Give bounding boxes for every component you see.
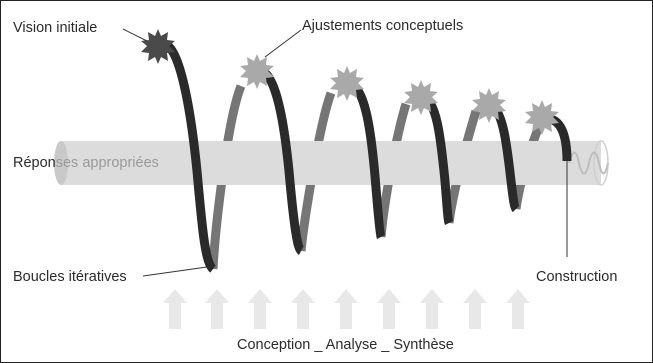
leader-boucles (142, 266, 208, 277)
starburst-adjust-5-icon (525, 100, 559, 135)
starburst-adjust-2-icon (330, 66, 364, 101)
starbursts (141, 29, 559, 135)
label-construction: Construction (536, 269, 617, 285)
starburst-adjust-3-icon (404, 80, 438, 115)
label-ajustements-conceptuels: Ajustements conceptuels (302, 18, 463, 34)
leader-lines (122, 28, 568, 277)
starburst-vision-icon (141, 29, 175, 64)
starburst-adjust-1-icon (240, 54, 274, 89)
up-arrow-icon (334, 289, 358, 329)
label-reponses-appropriees: Réponses appropriées (13, 155, 159, 171)
up-arrow-icon (163, 289, 187, 329)
up-arrow-icon (420, 289, 444, 329)
label-bottom-caption: Conception _ Analyse _ Synthèse (237, 337, 454, 353)
up-arrow-icon (463, 289, 487, 329)
up-arrow-icon (205, 289, 229, 329)
up-arrow-icon (377, 289, 401, 329)
spiral-front-strands (159, 40, 572, 273)
leader-ajustements (264, 29, 302, 58)
up-arrow-icon (291, 289, 315, 329)
up-arrow-icon (248, 289, 272, 329)
up-arrow-icon (506, 289, 530, 329)
starburst-adjust-4-icon (472, 88, 506, 123)
construction-wave (568, 151, 609, 175)
leader-vision (122, 28, 148, 42)
label-boucles-iteratives: Boucles itératives (13, 269, 127, 285)
label-vision-initiale: Vision initiale (13, 20, 97, 36)
input-arrows (163, 289, 530, 329)
